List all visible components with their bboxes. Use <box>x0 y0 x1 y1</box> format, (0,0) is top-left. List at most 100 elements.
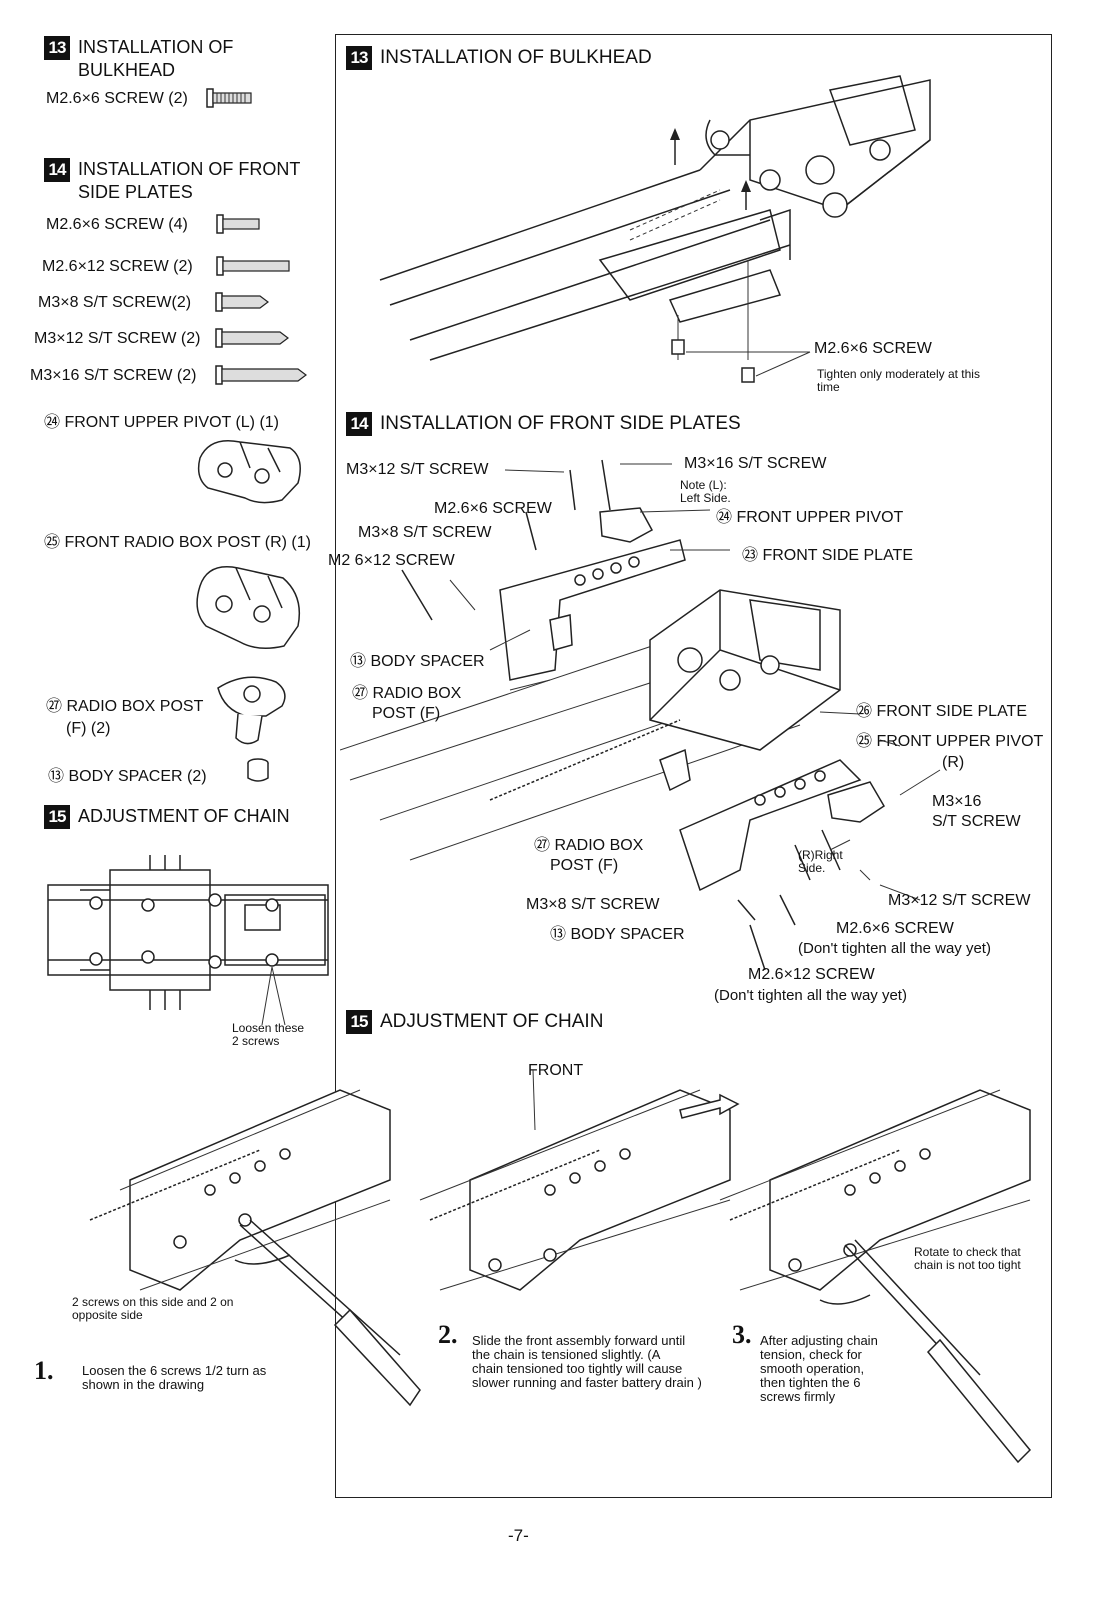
text-line: slower running and faster battery drain … <box>472 1375 702 1390</box>
step-number-badge: 14 <box>44 158 70 182</box>
label-line: ㉕ FRONT UPPER PIVOT <box>856 733 1044 750</box>
screw-icon <box>215 365 307 385</box>
label-line: ㉗ RADIO BOX <box>534 837 644 854</box>
label-front-side-plate-r: ㉖ FRONT SIDE PLATE <box>856 703 1027 720</box>
front-side-plates-exploded-diagram <box>340 459 941 971</box>
part-m26x12-2: M2.6×12 SCREW (2) <box>42 258 193 275</box>
label-line: POST (F) <box>550 857 619 874</box>
step-number-badge: 13 <box>44 36 70 60</box>
radio-box-post-drawing <box>217 676 286 745</box>
bulkhead-screw-label: M2.6×6 SCREW <box>814 340 932 357</box>
label-front-upper-pivot-l: ㉔ FRONT UPPER PIVOT <box>716 509 904 526</box>
part-radio-box-post-f: ㉗ RADIO BOX POST (F) (2) <box>46 696 203 740</box>
note-line: 2 screws <box>232 1034 280 1048</box>
part-front-radio-box-post-r: ㉕ FRONT RADIO BOX POST (R) (1) <box>44 534 311 551</box>
screw-icon <box>215 292 269 312</box>
part-m3x8-st-2: M3×8 S/T SCREW(2) <box>38 294 192 311</box>
bulkhead-installation-diagram <box>379 75 931 383</box>
label-m3x12-st-screw-r: M3×12 S/T SCREW <box>888 892 1031 909</box>
front-upper-pivot-l-drawing <box>197 440 301 504</box>
note-line: Left Side. <box>680 491 731 505</box>
note-line: time <box>817 380 840 394</box>
text-line: then tighten the 6 <box>760 1375 861 1390</box>
heading-line1: INSTALLATION OF <box>78 36 234 57</box>
heading-text: INSTALLATION OF BULKHEAD <box>380 47 652 69</box>
note-line: Loosen these <box>232 1021 305 1035</box>
step-text: Loosen the 6 screws 1/2 turn as shown in… <box>82 1364 266 1392</box>
chassis-top-view-diagram <box>47 855 329 1026</box>
part-m3x12-st-2: M3×12 S/T SCREW (2) <box>34 330 201 347</box>
screw-icon <box>206 88 252 108</box>
note-line: Note (L): <box>680 478 727 492</box>
text-line: Loosen the 6 screws 1/2 turn as <box>82 1363 267 1378</box>
heading-line2: BULKHEAD <box>78 60 176 80</box>
part-m26x6-4: M2.6×6 SCREW (4) <box>46 216 188 233</box>
label-m3x16-st-screw: M3×16 S/T SCREW <box>684 455 827 472</box>
screws-side-note: 2 screws on this side and 2 on opposite … <box>72 1296 233 1322</box>
label-m26x6-screw: M2.6×6 SCREW <box>434 500 552 517</box>
bulkhead-tighten-note: Tighten only moderately at this time <box>817 368 980 394</box>
label-m3x16-st-screw-r: M3×16 S/T SCREW <box>932 792 1021 832</box>
left-column: 13 INSTALLATION OF BULKHEAD M2.6×6 SCREW … <box>0 0 335 1070</box>
label-radio-box-post-1: ㉗ RADIO BOX POST (F) <box>352 684 461 724</box>
note-line: chain is not too tight <box>914 1258 1021 1272</box>
label-dont-tighten-2: (Don't tighten all the way yet) <box>714 987 907 1004</box>
loosen-screws-note: Loosen these 2 screws <box>232 1022 304 1048</box>
text-line: the chain is tensioned slightly. (A <box>472 1347 661 1362</box>
page-number: -7- <box>508 1526 529 1545</box>
body-spacer-drawing <box>247 758 269 782</box>
label-body-spacer-2: ⑬ BODY SPACER <box>550 926 685 943</box>
part-m3x16-st-2: M3×16 S/T SCREW (2) <box>30 367 197 384</box>
label-line: S/T SCREW <box>932 813 1021 830</box>
step-text: Slide the front assembly forward until t… <box>472 1334 702 1390</box>
label-m3x8-st-screw: M3×8 S/T SCREW <box>358 524 492 541</box>
front-radio-box-post-r-drawing <box>196 566 301 649</box>
part-qty: (F) (2) <box>66 720 111 737</box>
step-number-badge: 15 <box>346 1010 372 1034</box>
left-step13-heading: 13 INSTALLATION OF BULKHEAD <box>44 36 233 81</box>
text-line: smooth operation, <box>760 1361 865 1376</box>
note-line: opposite side <box>72 1308 143 1322</box>
label-line: ㉗ RADIO BOX <box>352 685 462 702</box>
label-note-left-side: Note (L): Left Side. <box>680 479 731 505</box>
step-text: After adjusting chain tension, check for… <box>760 1334 878 1404</box>
label-line: M3×16 <box>932 793 982 810</box>
label-front-upper-pivot-r: ㉕ FRONT UPPER PIVOT (R) <box>856 731 1043 773</box>
label-m3x12-st-screw: M3×12 S/T SCREW <box>346 461 489 478</box>
note-line: Rotate to check that <box>914 1245 1021 1259</box>
note-line: (R)Right <box>798 848 843 862</box>
note-line: Side. <box>798 861 826 875</box>
part-body-spacer: ⑬ BODY SPACER (2) <box>48 768 207 785</box>
text-line: screws firmly <box>760 1389 836 1404</box>
heading-text: ADJUSTMENT OF CHAIN <box>380 1011 604 1033</box>
label-line: POST (F) <box>372 705 441 722</box>
main-panel-border <box>335 34 1052 1498</box>
step-number: 2. <box>438 1320 458 1349</box>
text-line: shown in the drawing <box>82 1377 205 1392</box>
label-body-spacer-1: ⑬ BODY SPACER <box>350 653 485 670</box>
label-m3x8-st-screw-r: M3×8 S/T SCREW <box>526 896 660 913</box>
label-dont-tighten-1: (Don't tighten all the way yet) <box>798 940 991 957</box>
note-line: 2 screws on this side and 2 on <box>72 1295 234 1309</box>
text-line: Slide the front assembly forward until <box>472 1333 686 1348</box>
part-label: M2.6×6 SCREW (2) <box>46 90 188 107</box>
step-number-badge: 14 <box>346 412 372 436</box>
text-line: After adjusting chain <box>760 1333 878 1348</box>
step-number: 3. <box>732 1320 752 1349</box>
screw-icon <box>216 256 290 276</box>
part-label: ㉗ RADIO BOX POST <box>46 698 204 715</box>
text-line: tension, check for <box>760 1347 862 1362</box>
label-right-side: (R)Right Side. <box>798 849 843 875</box>
label-radio-box-post-2: ㉗ RADIO BOX POST (F) <box>534 836 643 876</box>
text-line: chain tensioned too tightly will cause <box>472 1361 683 1376</box>
main-step15-heading: 15 ADJUSTMENT OF CHAIN <box>346 1010 603 1034</box>
label-front-side-plate-l: ㉓ FRONT SIDE PLATE <box>742 547 913 564</box>
label-m26x12-screw-r: M2.6×12 SCREW <box>748 966 875 983</box>
label-m26x6-screw-r: M2.6×6 SCREW <box>836 920 954 937</box>
step-number-badge: 15 <box>44 805 70 829</box>
chain-adjustment-illustrations <box>89 1070 1032 1464</box>
